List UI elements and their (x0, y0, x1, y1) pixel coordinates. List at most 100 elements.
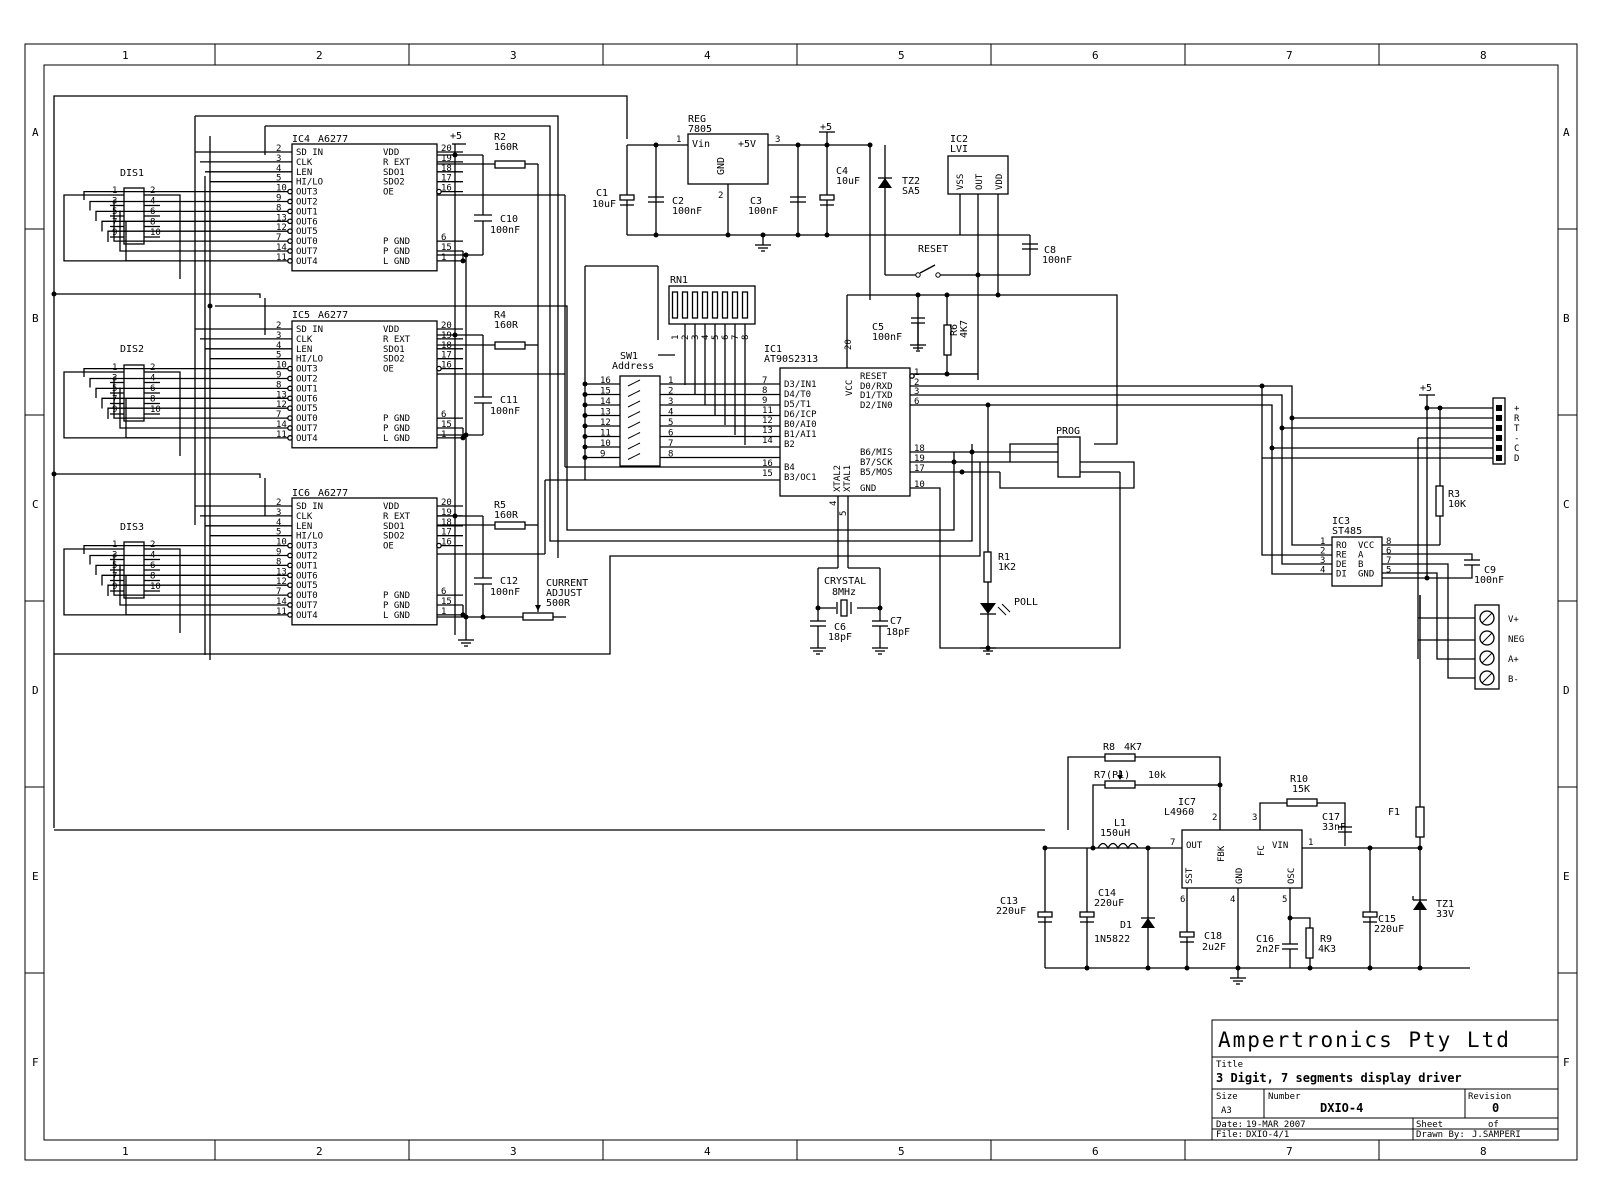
a6277-pin-number: 15 (441, 243, 452, 253)
sw1-switch (627, 421, 641, 429)
sw1-switch (627, 379, 641, 387)
junction-dot (582, 381, 588, 387)
rn1-resistor (671, 291, 679, 319)
ic1-pin-number: 14 (762, 436, 773, 446)
ic1-pin-name: B0/AI0 (784, 420, 817, 430)
a6277-pin-name: OUT2 (296, 552, 318, 562)
tz2-ref: TZ2 (902, 176, 920, 187)
ic1-pin-name: B2 (784, 440, 795, 450)
col-label: 1 (122, 49, 129, 62)
a6277-pin-name: OUT3 (296, 188, 318, 198)
ic3-pin-name: GND (1358, 570, 1374, 580)
ic7-pin-osc: OSC (1287, 868, 1297, 884)
output-bubble (287, 415, 293, 421)
a6277-pin-name: P GND (383, 424, 410, 434)
dis3-ref: DIS3 (120, 522, 144, 533)
ic7-num-fc: 3 (1252, 813, 1257, 823)
c5-value: 100nF (872, 332, 902, 343)
segment-wire (89, 554, 274, 565)
ic1-pin-number: 1 (914, 368, 919, 378)
reg-part: 7805 (688, 124, 712, 135)
a6277-pin-name: VDD (383, 148, 399, 158)
col-label: 5 (898, 49, 905, 62)
row-label: A (32, 126, 39, 139)
output-bubble (287, 582, 293, 589)
a6277-pin-number: 20 (441, 498, 452, 508)
segment-wire (101, 574, 274, 586)
connector-pin-label: T (1514, 424, 1520, 434)
c12-ref: C12 (500, 576, 518, 587)
a6277-pin-number: 8 (276, 557, 281, 567)
ic7-num-fbk: 2 (1212, 813, 1217, 823)
a6277-pin-name: L GND (383, 434, 410, 444)
ic7-pin-gnd: GND (1235, 868, 1245, 884)
f1-ref: F1 (1388, 807, 1400, 818)
file-label: File: (1216, 1130, 1243, 1140)
a6277-pin-number: 2 (276, 321, 281, 331)
segment-wire (160, 371, 181, 456)
rn1-resistor (681, 291, 689, 319)
a6277-pin-number: 4 (276, 518, 281, 528)
a6277-pin-number: 11 (276, 253, 287, 263)
junction-dot (582, 402, 588, 408)
plus5-label: +5 (450, 131, 462, 142)
ic3-pin-number: 6 (1386, 547, 1391, 557)
r3-value: 10K (1448, 499, 1466, 510)
row-label: E (32, 870, 39, 883)
a6277-pin-name: L GND (383, 611, 410, 621)
terminal-label: V+ (1508, 615, 1519, 625)
segment-wire (119, 387, 274, 429)
rn1-ref: RN1 (670, 275, 688, 286)
a6277-pin-name: P GND (383, 237, 410, 247)
a6277-pin-number: 15 (441, 420, 452, 430)
output-bubble (287, 562, 293, 569)
a6277-pin-number: 3 (276, 331, 281, 341)
ic2-part: LVI (950, 144, 968, 155)
c5-ref: C5 (872, 322, 884, 333)
ic1-pin-name: D2/IN0 (860, 401, 893, 411)
plus5-label: +5 (820, 122, 832, 133)
a6277-pin-name: HI/LO (296, 355, 323, 365)
segment-wire (107, 407, 274, 419)
c13-value: 220uF (996, 906, 1026, 917)
a6277-pin-name: SDO1 (383, 522, 405, 532)
a6277-pin-number: 14 (276, 243, 287, 253)
a6277-pin-name: OUT4 (296, 434, 318, 444)
ic2-pin-vdd: VDD (995, 174, 1005, 190)
drawing-title: 3 Digit, 7 segments display driver (1216, 1071, 1462, 1085)
ic4-part: A6277 (318, 134, 348, 145)
sw1-switch (627, 432, 641, 439)
ic1-pin-name: B6/MIS (860, 448, 893, 458)
col-label: 6 (1092, 1145, 1099, 1158)
junction-dot (582, 413, 588, 418)
a6277-pin-name: OUT7 (296, 247, 318, 257)
ic7-num-out: 7 (1170, 838, 1175, 848)
a6277-pin-number: 13 (276, 213, 287, 223)
rn1-pin-number: 5 (711, 335, 721, 340)
a6277-pin-name: P GND (383, 591, 410, 601)
a6277-pin-name: OUT1 (296, 207, 318, 217)
a6277-pin-number: 5 (276, 174, 281, 184)
c6-value: 18pF (828, 632, 852, 643)
r1-value: 1K2 (998, 562, 1016, 573)
reg-pin2: 2 (718, 191, 723, 201)
display-pin-number: 8 (150, 218, 155, 228)
c17-value: 33nF (1322, 822, 1346, 833)
output-bubble (287, 198, 293, 205)
c18-ref: C18 (1204, 931, 1222, 942)
a6277-pin-number: 15 (441, 597, 452, 607)
sw1-pin-number: 16 (600, 376, 611, 386)
number-value: DXIO-4 (1320, 1101, 1363, 1115)
pot-label-2: ADJUST (546, 588, 582, 599)
a6277-pin-number: 19 (441, 508, 452, 518)
a6277-pin-number: 4 (276, 341, 281, 351)
row-label: D (1563, 684, 1570, 697)
a6277-pin-name: OUT1 (296, 561, 318, 571)
ic3-pin-name: VCC (1358, 541, 1374, 551)
c9-value: 100nF (1474, 575, 1504, 586)
ic3-pin-name: RE (1336, 551, 1347, 561)
reg-vout: +5V (738, 139, 756, 150)
c3-ref: C3 (750, 196, 762, 207)
ic1-pin-name: GND (860, 484, 876, 494)
